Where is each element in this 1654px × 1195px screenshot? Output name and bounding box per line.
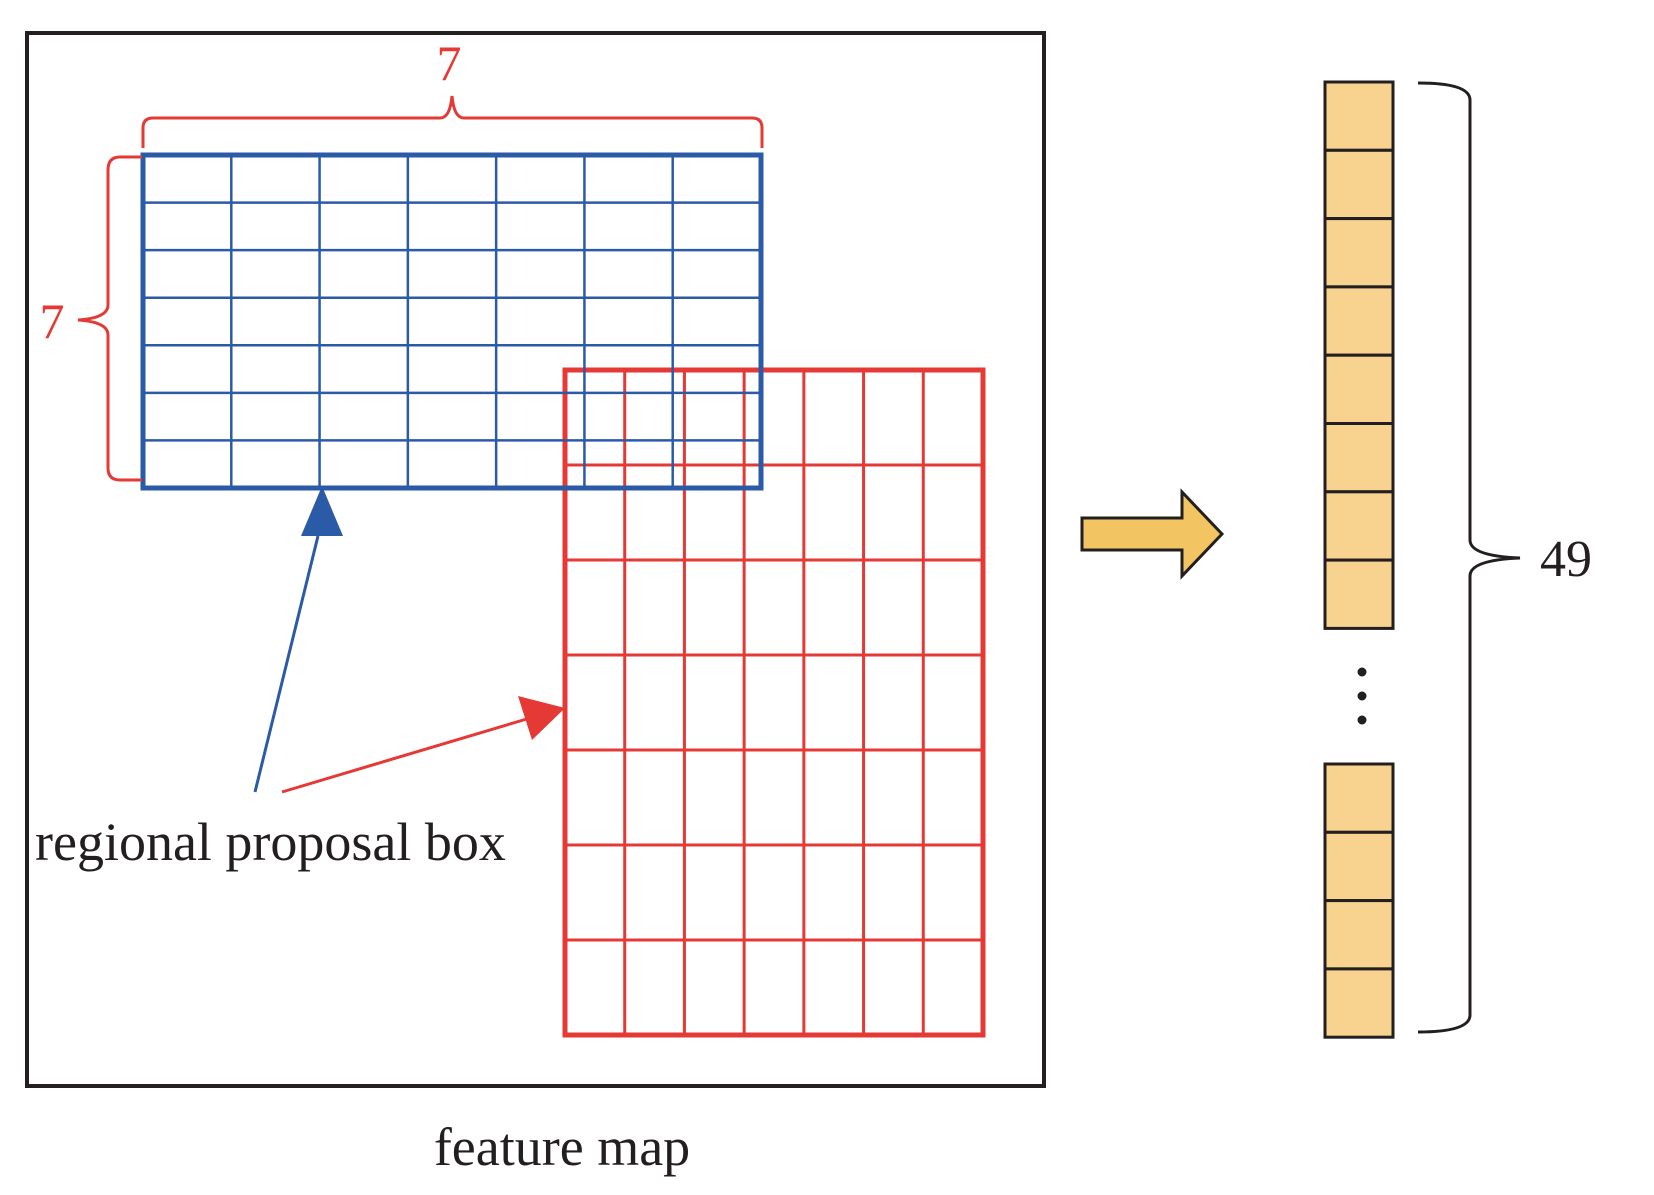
vector-cell: [1323, 967, 1395, 1039]
output-vector: [1323, 80, 1395, 1039]
vector-cell: [1323, 353, 1395, 426]
vector-cell: [1323, 762, 1395, 834]
left-dimension-label: 7: [40, 293, 65, 349]
feature-map-caption: feature map: [434, 1117, 690, 1177]
vector-cell: [1323, 558, 1395, 630]
blue-proposal-grid: [140, 152, 764, 491]
left-dimension-bracket: [77, 155, 142, 482]
red-grid-outline: [562, 367, 986, 1038]
red-pointer-arrow: [281, 696, 565, 794]
vector-cell: [1323, 80, 1395, 152]
proposal-box-label: regional proposal box: [35, 812, 506, 872]
vector-count-label: 49: [1540, 531, 1592, 588]
vector-cell: [1323, 422, 1395, 494]
blue-pointer-arrow: [253, 486, 343, 793]
red-proposal-grid: [562, 367, 986, 1038]
vector-cell: [1323, 285, 1395, 357]
vector-cell: [1323, 217, 1395, 289]
transform-arrow: [1080, 488, 1225, 580]
vector-cell: [1323, 490, 1395, 562]
top-dimension-bracket: [141, 95, 764, 148]
vector-cell: [1323, 899, 1395, 971]
vector-cell: [1323, 830, 1395, 903]
top-dimension-label: 7: [437, 35, 462, 91]
vector-cell: [1323, 148, 1395, 221]
vector-brace: [1417, 81, 1521, 1034]
blue-grid-outline: [140, 152, 764, 491]
vector-ellipsis: [1357, 667, 1367, 725]
